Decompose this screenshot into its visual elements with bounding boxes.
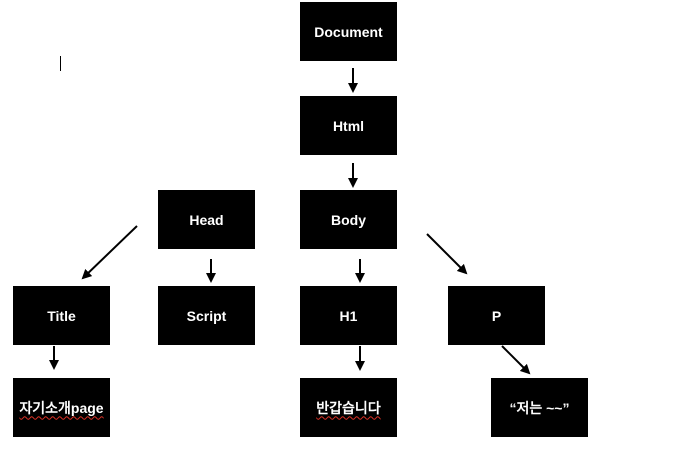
edge-p-ptext xyxy=(501,345,531,375)
node-document: Document xyxy=(300,2,397,61)
node-title-text-label: 자기소개page xyxy=(19,399,104,416)
node-html-label: Html xyxy=(332,117,365,134)
node-p-text-label: “저는 ~~” xyxy=(509,399,570,416)
node-head: Head xyxy=(158,190,255,249)
edge-head-title xyxy=(81,225,138,280)
node-title: Title xyxy=(13,286,110,345)
node-title-label: Title xyxy=(47,307,76,324)
node-html: Html xyxy=(300,96,397,155)
node-h1: H1 xyxy=(300,286,397,345)
node-body-label: Body xyxy=(331,211,366,228)
node-document-label: Document xyxy=(314,23,383,40)
node-h1-label: H1 xyxy=(339,307,358,324)
node-p-text: “저는 ~~” xyxy=(491,378,588,437)
node-script-label: Script xyxy=(186,307,227,324)
node-script: Script xyxy=(158,286,255,345)
node-head-label: Head xyxy=(189,211,224,228)
node-h1-text: 반갑습니다 xyxy=(300,378,397,437)
node-h1-text-label: 반갑습니다 xyxy=(316,399,381,416)
node-body: Body xyxy=(300,190,397,249)
node-p-label: P xyxy=(491,307,502,324)
text-cursor xyxy=(60,56,61,71)
node-p: P xyxy=(448,286,545,345)
node-title-text: 자기소개page xyxy=(13,378,110,437)
edge-body-p xyxy=(426,233,468,275)
